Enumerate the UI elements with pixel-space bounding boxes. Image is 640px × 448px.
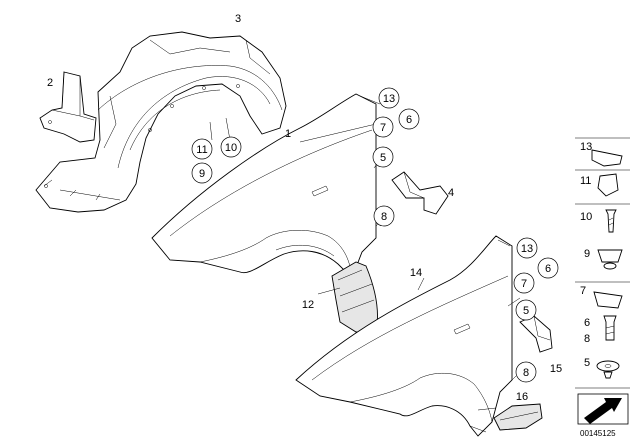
callout-2: 2 — [47, 77, 53, 89]
bracket-part-2 — [39, 71, 97, 143]
callout-6-lower: 6 — [545, 263, 551, 275]
callouts-plain: 3 2 1 4 14 12 15 16 — [47, 13, 562, 403]
callout-11: 11 — [196, 144, 207, 156]
legend-label-10: 10 — [580, 211, 592, 223]
clip-washer-icon — [597, 249, 623, 263]
callout-16: 16 — [516, 391, 528, 403]
callout-5-lower: 5 — [523, 305, 529, 317]
callout-9: 9 — [199, 168, 205, 180]
callout-5-upper: 5 — [380, 152, 386, 164]
callout-8-upper: 8 — [381, 211, 387, 223]
callout-4: 4 — [448, 187, 454, 199]
legend-label-5: 5 — [584, 357, 590, 369]
legend-label-7: 7 — [580, 285, 586, 297]
callout-13-upper: 13 — [383, 93, 395, 105]
bracket-part-15 — [519, 315, 553, 353]
plate-part-16 — [493, 403, 543, 431]
front-fender-lower — [295, 235, 513, 437]
expanding-rivet-icon — [597, 173, 619, 197]
leader-lines — [209, 95, 521, 383]
callout-3: 3 — [235, 13, 241, 25]
wheel-arch-liner — [35, 31, 287, 213]
callout-12: 12 — [302, 299, 314, 311]
bolt-icon — [603, 315, 617, 341]
callout-7-lower: 7 — [521, 278, 527, 290]
arrow-icon — [584, 398, 622, 424]
spring-nut-icon — [593, 291, 623, 309]
clip-nut-icon — [591, 149, 623, 167]
screw-icon — [605, 209, 617, 233]
callout-1: 1 — [285, 128, 291, 140]
washer-icon — [596, 360, 620, 372]
callout-6-upper: 6 — [406, 114, 412, 126]
callout-14: 14 — [410, 267, 422, 279]
legend-label-11: 11 — [580, 175, 591, 187]
callout-8-lower: 8 — [523, 367, 529, 379]
callout-7-upper: 7 — [380, 122, 386, 134]
legend-column: 13 11 10 9 7 6 8 5 00145125 — [575, 137, 630, 438]
bracket-part-4 — [391, 171, 449, 215]
callouts-circled: 13 7 6 5 8 11 10 9 13 7 6 5 8 — [191, 87, 559, 383]
mud-flap — [331, 261, 378, 333]
callout-10: 10 — [225, 142, 237, 154]
legend-label-6: 6 — [584, 317, 590, 329]
legend-label-9: 9 — [584, 248, 590, 260]
diagram-code: 00145125 — [580, 429, 616, 438]
legend-label-13: 13 — [580, 141, 592, 153]
callout-13-lower: 13 — [521, 243, 533, 255]
legend-label-8: 8 — [584, 333, 590, 345]
front-fender-upper — [151, 93, 377, 301]
callout-15: 15 — [550, 363, 562, 375]
